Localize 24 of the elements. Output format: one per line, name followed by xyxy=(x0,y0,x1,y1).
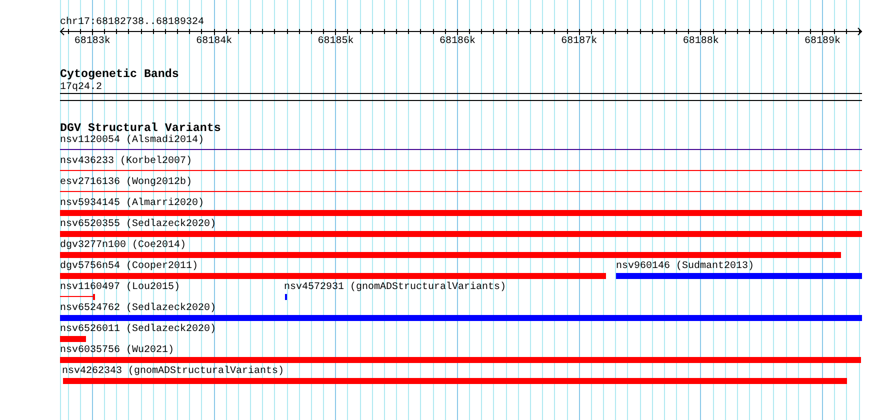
tick-label: 68187k xyxy=(561,36,598,47)
tick-label: 68188k xyxy=(682,36,719,47)
feature-label: esv2716136 (Wong2012b) xyxy=(60,177,192,188)
feature-label: nsv6520355 (Sedlazeck2020) xyxy=(60,219,216,230)
feature-label: nsv4262343 (gnomADStructuralVariants) xyxy=(62,366,284,377)
feature-label: 17q24.2 xyxy=(60,82,102,93)
tick-label: 68183k xyxy=(74,36,110,47)
tick-label: 68184k xyxy=(196,36,232,47)
region-title: chr17:68182738..68189324 xyxy=(60,17,204,28)
feature-label: nsv436233 (Korbel2007) xyxy=(60,156,192,167)
feature-label: nsv6524762 (Sedlazeck2020) xyxy=(60,303,216,314)
tick-label: 68189k xyxy=(804,36,841,47)
feature-label: nsv5934145 (Almarri2020) xyxy=(60,198,204,209)
feature-label: nsv4572931 (gnomADStructuralVariants) xyxy=(284,282,506,293)
feature-label: nsv6526011 (Sedlazeck2020) xyxy=(60,324,216,335)
feature-label: dgv3277n100 (Coe2014) xyxy=(60,240,186,251)
track-heading: DGV Structural Variants xyxy=(60,122,221,134)
feature-label: nsv1120054 (Alsmadi2014) xyxy=(60,135,204,146)
tick-label: 68186k xyxy=(439,36,476,47)
feature-label: dgv5756n54 (Cooper2011) xyxy=(60,261,198,272)
feature-label: nsv1160497 (Lou2015) xyxy=(60,282,180,293)
tick-label: 68185k xyxy=(318,36,354,47)
feature-label: nsv960146 (Sudmant2013) xyxy=(616,261,754,272)
feature-label: nsv6035756 (Wu2021) xyxy=(60,345,174,356)
